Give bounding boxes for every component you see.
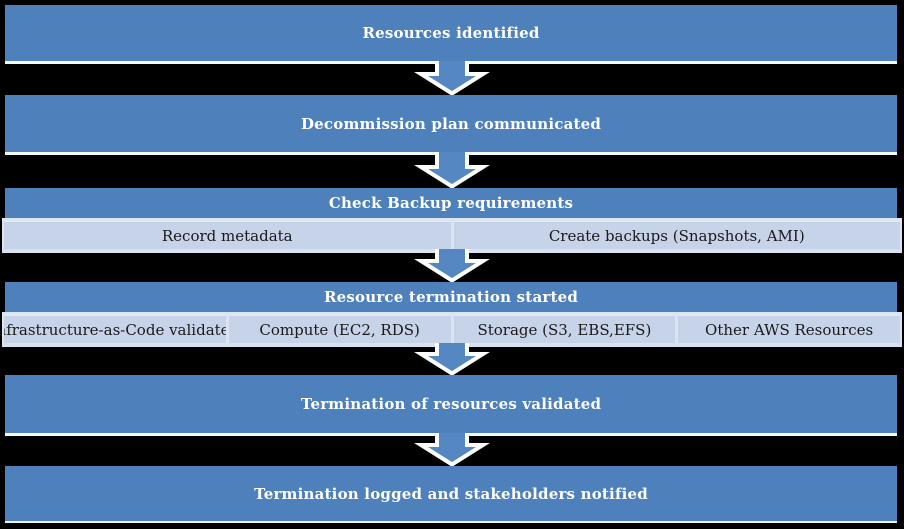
backup-subrow: Record metadata Create backups (Snapshot… (2, 218, 902, 253)
down-arrow-connector-svg (5, 152, 897, 188)
step-decommission-plan: Decommission plan communicated (5, 95, 897, 152)
subcell-compute: Compute (EC2, RDS) (228, 314, 451, 345)
down-arrow-icon (0, 249, 904, 282)
down-arrow-icon (0, 61, 904, 95)
subcell-create-backups: Create backups (Snapshots, AMI) (453, 220, 900, 251)
step-label: Resources identified (362, 24, 540, 42)
subcell-record-metadata: Record metadata (4, 220, 451, 251)
down-arrow-connector-svg (2, 249, 902, 282)
subcell-label: Storage (S3, EBS,EFS) (477, 320, 652, 339)
bottom-border-line (5, 521, 897, 523)
step-label: Termination of resources validated (300, 395, 602, 413)
subcell-label: Record metadata (161, 226, 293, 245)
subcell-label: Compute (EC2, RDS) (259, 320, 420, 339)
subcell-iac-validated: Infrastructure-as-Code validated (4, 314, 226, 345)
step-label: Resource termination started (323, 288, 579, 306)
termination-subrow: Infrastructure-as-Code validated Compute… (2, 312, 902, 347)
step-label: Termination logged and stakeholders noti… (254, 484, 648, 503)
down-arrow-connector-svg (5, 433, 897, 466)
step-resources-identified: Resources identified (5, 5, 897, 61)
down-arrow-icon (0, 343, 904, 375)
subcell-label: Create backups (Snapshots, AMI) (548, 226, 805, 245)
down-arrow-icon (0, 152, 904, 188)
down-arrow-icon (0, 433, 904, 466)
subcell-other-aws-resources: Other AWS Resources (678, 314, 900, 345)
step-termination-logged: Termination logged and stakeholders noti… (5, 466, 897, 521)
step-check-backup-requirements: Check Backup requirements (5, 188, 897, 218)
down-arrow-connector-svg (5, 61, 897, 95)
subcell-label: Other AWS Resources (705, 320, 874, 339)
down-arrow-connector-svg (2, 343, 902, 375)
step-termination-validated: Termination of resources validated (5, 375, 897, 433)
subcell-storage: Storage (S3, EBS,EFS) (453, 314, 676, 345)
step-resource-termination-started: Resource termination started (5, 282, 897, 312)
step-label: Check Backup requirements (328, 194, 574, 212)
step-label: Decommission plan communicated (300, 114, 602, 133)
subcell-label: Infrastructure-as-Code validated (4, 320, 226, 339)
